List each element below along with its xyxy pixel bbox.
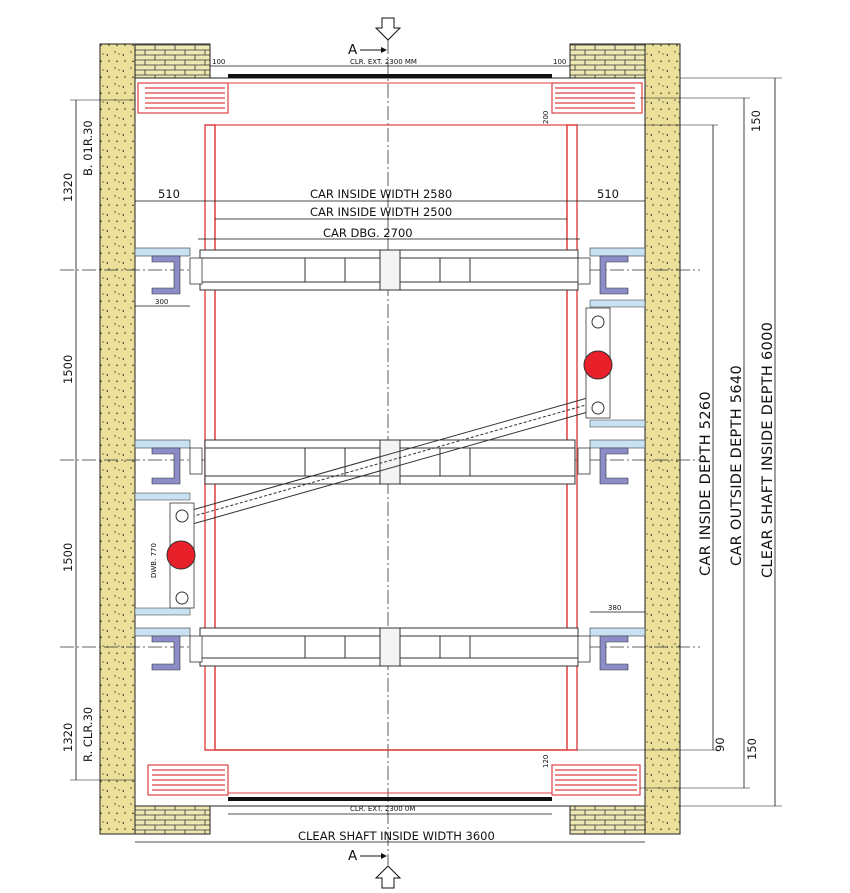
left-sheave [166,540,196,570]
right-sheave [583,350,613,380]
brick-top-right [569,43,646,79]
dim-car-inside-depth: CAR INSIDE DEPTH 5260 [698,391,714,576]
dim-bracket-300: 300 [155,298,168,306]
dim-car-inside-width-2500: CAR INSIDE WIDTH 2500 [310,205,452,219]
dim-left-top-1320: 1320 [61,173,75,202]
dim-clear-shaft-width: CLEAR SHAFT INSIDE WIDTH 3600 [298,829,495,843]
brick-bottom-left [134,805,211,835]
right-concrete-wall [644,43,681,835]
left-bracket-top [134,247,203,295]
dim-top-right-gap: 100 [553,58,566,66]
right-bracket-middle [577,439,646,485]
dim-right-bottom-150: 150 [745,738,759,760]
brick-bottom-right [569,805,646,835]
section-arrow-top: A [348,17,402,58]
dim-clear-shaft-depth: CLEAR SHAFT INSIDE DEPTH 6000 [760,322,776,578]
dim-bracket-380: 380 [608,604,621,612]
top-door-rails-left [145,87,225,109]
left-concrete-wall [99,43,136,835]
dim-clr-ext-bottom: CLR. EXT. 2300 0M [350,805,415,813]
bottom-door-rails-right [555,769,637,791]
right-sheave-assembly [583,299,646,428]
dim-car-outside-depth: CAR OUTSIDE DEPTH 5640 [729,365,745,566]
dim-left-bottom-1320: 1320 [61,723,75,752]
section-label-bottom: A [348,848,358,864]
section-label-top: A [348,42,358,58]
dim-car-inside-width-2580: CAR INSIDE WIDTH 2580 [310,187,452,201]
right-bracket-bottom [577,627,646,671]
dim-left-lower-1500: 1500 [61,543,75,572]
dim-clr-ext-top: CLR. EXT. 2300 MM [350,58,417,66]
rail-brackets [134,247,646,671]
dim-top-left-gap: 100 [212,58,225,66]
dim-left-upper-1500: 1500 [61,355,75,384]
left-bracket-bottom [134,627,203,671]
bottom-door-rails-left [152,769,225,791]
car-inner-outline [214,124,568,751]
dim-bottom-120: 120 [542,755,550,768]
right-bracket-top [577,247,646,295]
brick-top-left [134,43,211,79]
dim-b-clr-top: B. 01R.30 [81,120,95,176]
top-door-rails-right [555,87,635,109]
left-bracket-middle [134,439,203,485]
dim-right-bottom-90: 90 [713,737,727,752]
dim-right-top-150: 150 [749,110,763,132]
dim-left-510: 510 [158,187,180,201]
left-sheave-assembly [134,492,196,616]
beam-bottom [199,627,579,667]
dim-car-dbg: CAR DBG. 2700 [323,226,413,240]
dim-dwb-770: DWB. 770 [150,543,158,578]
dim-right-200: 200 [542,111,550,124]
beam-middle [204,439,576,485]
beam-top [199,249,579,291]
dim-r-clr-bottom: R. CLR.30 [81,707,95,762]
dim-right-510: 510 [597,187,619,201]
section-arrow-bottom: A [348,848,402,889]
